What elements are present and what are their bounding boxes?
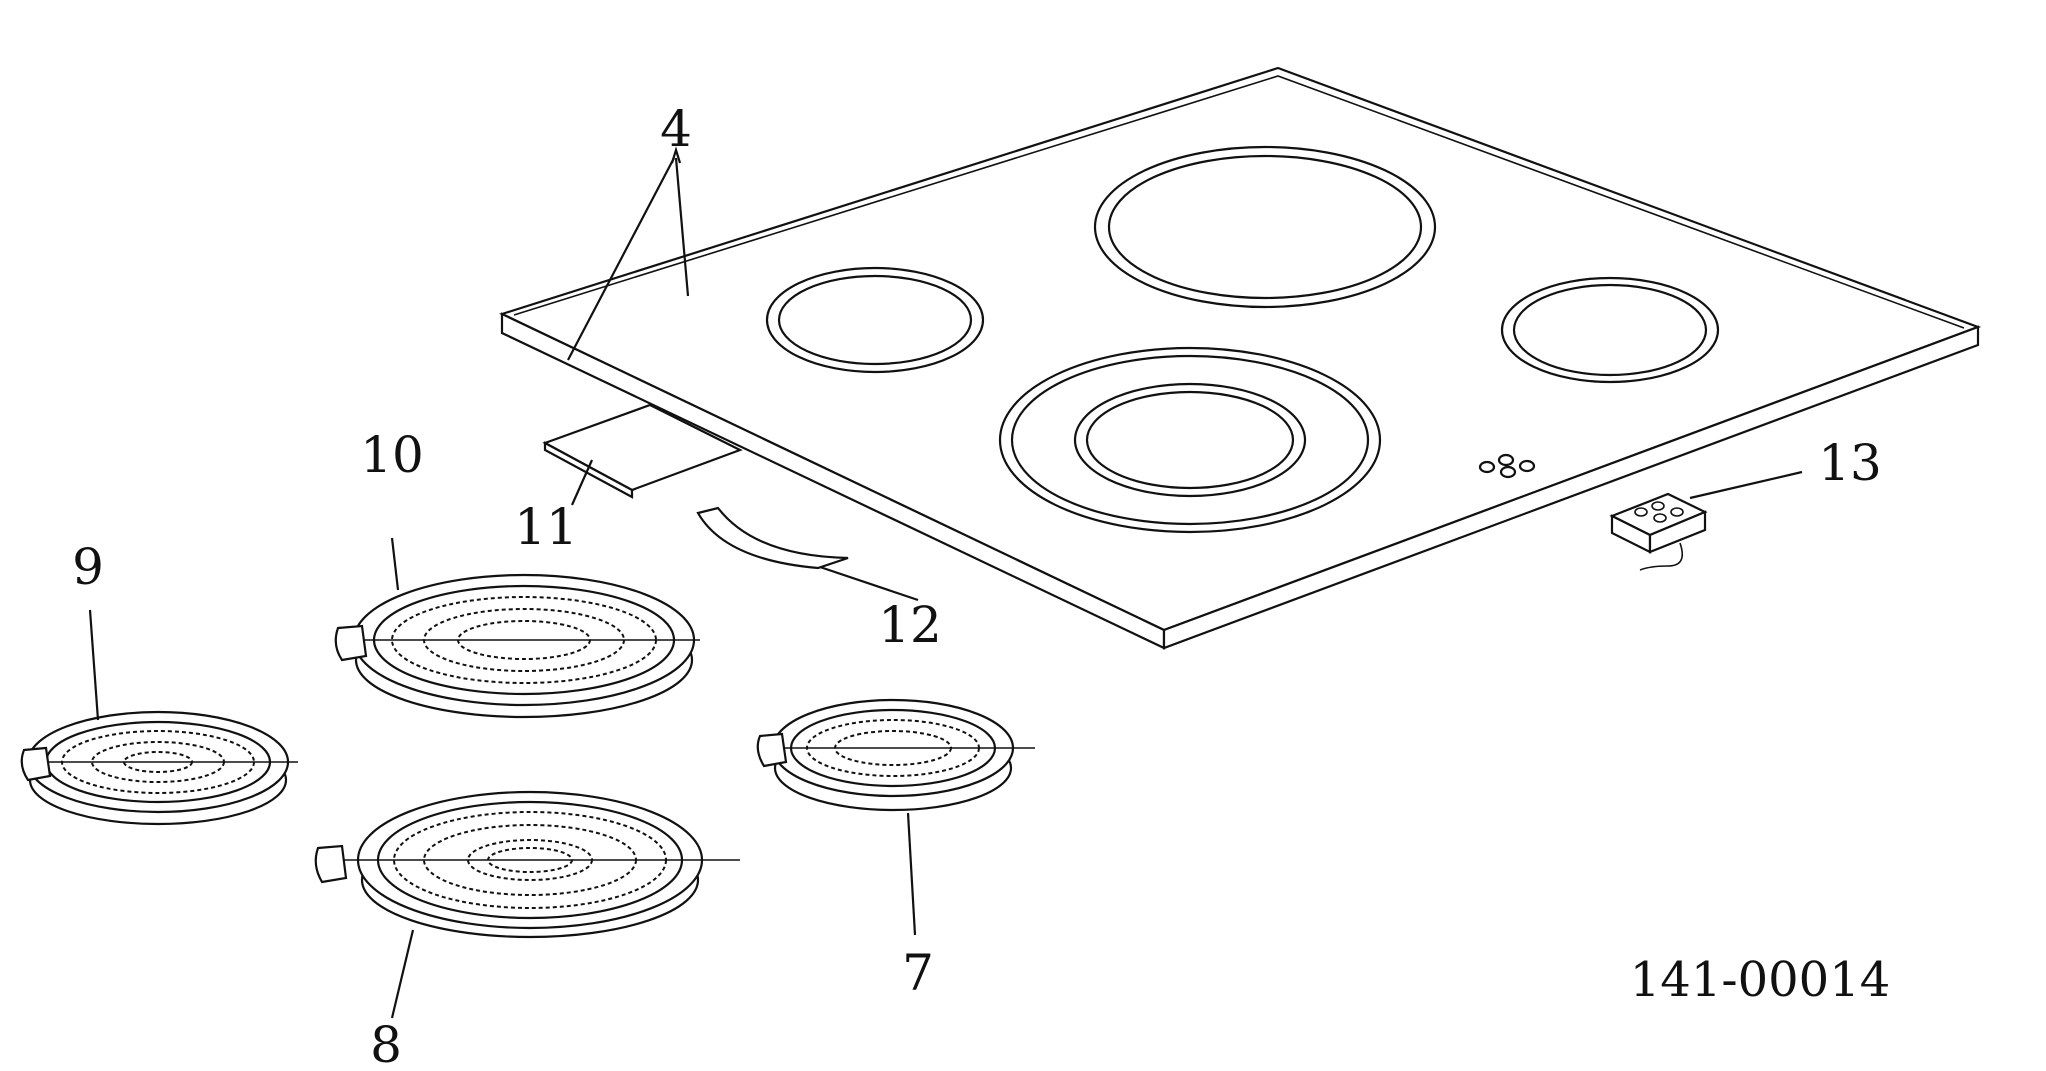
cooking-zone-right [1500, 276, 1720, 384]
callout-7: 7 [902, 944, 934, 1002]
callout-11: 11 [514, 498, 578, 556]
callout-8: 8 [370, 1016, 402, 1071]
drawing-number: 141-00014 [1630, 952, 1891, 1008]
callout-13: 13 [1818, 434, 1882, 492]
part-10-radiant-heater [334, 573, 700, 719]
cooking-zone-rear-center [1093, 145, 1437, 309]
part-8-dual-radiant-heater [314, 790, 740, 939]
callout-10: 10 [360, 426, 424, 484]
part-7-radiant-heater [756, 698, 1035, 812]
cooking-zone-rear-left [765, 266, 985, 374]
leader-lines [88, 146, 1803, 1019]
callout-9: 9 [72, 538, 104, 596]
glass-cooktop-plate [499, 66, 1982, 650]
callout-12: 12 [878, 596, 942, 654]
part-9-radiant-heater [20, 710, 298, 826]
indicator-lights [1478, 453, 1536, 479]
cooking-zone-front-dual [998, 346, 1382, 534]
part-13-control-switch [1609, 492, 1708, 571]
part-12-curved-seal [696, 506, 849, 570]
callout-4: 4 [660, 100, 692, 158]
